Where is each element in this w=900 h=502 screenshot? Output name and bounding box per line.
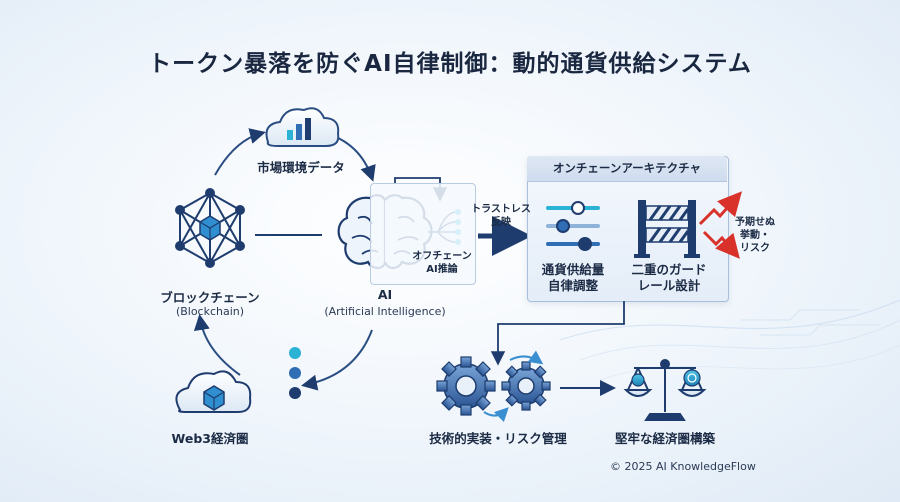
blockchain-sublabel: (Blockchain) <box>175 305 245 318</box>
unexpected-risk-label: 予期せぬ 挙動・ リスク <box>730 216 780 255</box>
slider-icon <box>546 201 600 251</box>
cloud-chart-icon <box>265 107 340 147</box>
tech-risk-label: 技術的実装・リスク管理 <box>429 431 567 446</box>
page-title: トークン暴落を防ぐAI自律制御：動的通貨供給システム <box>148 51 752 77</box>
web3-label: Web3経済圏 <box>171 431 249 446</box>
guard-rail-label-line2: レール設計 <box>637 278 701 293</box>
cloud-cube-icon <box>175 370 252 413</box>
copyright: © 2025 AI KnowledgeFlow <box>610 460 756 473</box>
offchain-ai-box <box>370 183 476 285</box>
gears-icon <box>436 350 551 423</box>
dots-icon <box>289 347 301 399</box>
economy-label: 堅牢な経済圏構築 <box>614 431 715 446</box>
offchain-ai-label-line1: オフチェーン <box>412 251 472 262</box>
blockchain-network-icon <box>175 188 245 268</box>
offchain-ai-label-line2: AI推論 <box>426 264 458 275</box>
barrier-icon <box>634 200 700 258</box>
trustless-label: トラストレス 反映 <box>470 203 532 229</box>
supply-adjust-label: 通貨供給量 自律調整 <box>533 262 613 294</box>
onchain-panel-title: オンチェーンアーキテクチャ <box>527 156 727 182</box>
guard-rail-label: 二重のガード レール設計 <box>623 262 715 294</box>
unexpected-risk-label-line2: 挙動・ <box>740 230 770 241</box>
ai-label: AI <box>377 287 393 302</box>
trustless-label-line1: トラストレス <box>471 204 531 215</box>
guard-rail-label-line1: 二重のガード <box>631 262 707 277</box>
unexpected-risk-label-line3: リスク <box>740 243 770 254</box>
market-data-label: 市場環境データ <box>257 160 345 175</box>
offchain-ai-label: オフチェーン AI推論 <box>402 250 482 276</box>
balance-scale-icon <box>623 359 707 421</box>
unexpected-risk-label-line1: 予期せぬ <box>735 217 775 228</box>
trustless-label-line2: 反映 <box>491 217 511 228</box>
blockchain-label: ブロックチェーン <box>160 290 260 305</box>
supply-adjust-label-line1: 通貨供給量 <box>541 262 605 277</box>
supply-adjust-label-line2: 自律調整 <box>547 278 598 293</box>
jagged-arrow-icon <box>698 191 742 259</box>
panel-to-tech-connector <box>490 301 625 366</box>
ai-sublabel: (Artificial Intelligence) <box>324 305 446 318</box>
